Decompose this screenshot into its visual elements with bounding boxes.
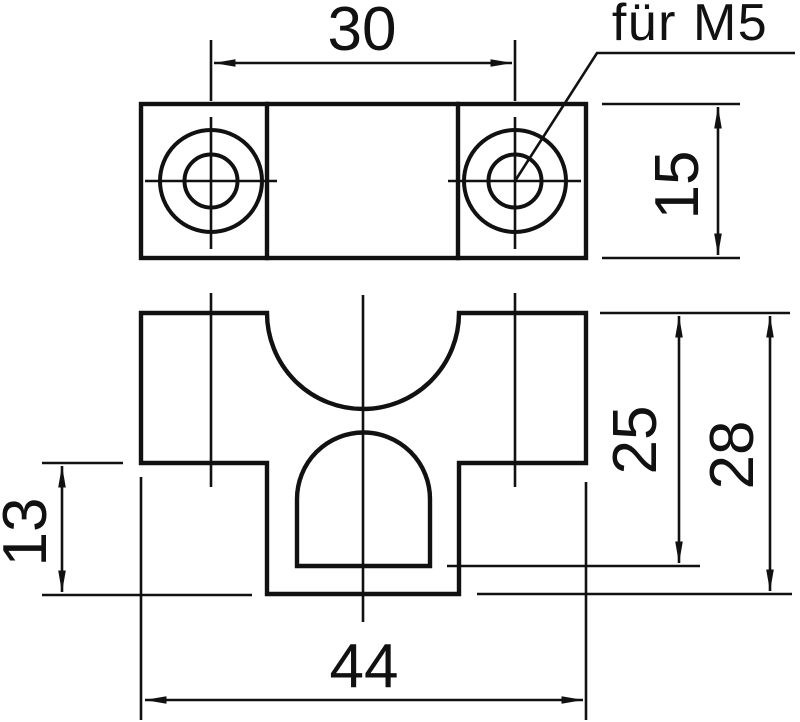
dim-28-value: 28 [698,421,767,490]
dim-44-value: 44 [330,632,399,701]
dim-25-value: 25 [601,406,670,475]
top-view-outline [138,101,589,261]
dim-13-value: 13 [0,498,60,567]
dim-plate-depth: 15 [602,102,740,260]
thread-note: für M5 [612,0,768,52]
front-view-outline [138,310,589,597]
right-hole [448,117,581,249]
dim-30-value: 30 [328,0,397,64]
dim-total-height: 28 [477,315,792,596]
left-hole [145,117,277,249]
thread-leader-line [513,51,795,182]
dim-cavity-depth: 25 [447,311,790,568]
dim-total-width: 44 [139,477,588,720]
thread-leader: für M5 [513,0,795,182]
cable-cavity-outline [294,430,433,569]
dim-hole-spacing: 30 [209,0,517,101]
dim-foot-height: 13 [0,461,252,597]
front-view [138,293,589,622]
top-view [138,101,589,261]
dim-15-value: 15 [643,151,712,220]
